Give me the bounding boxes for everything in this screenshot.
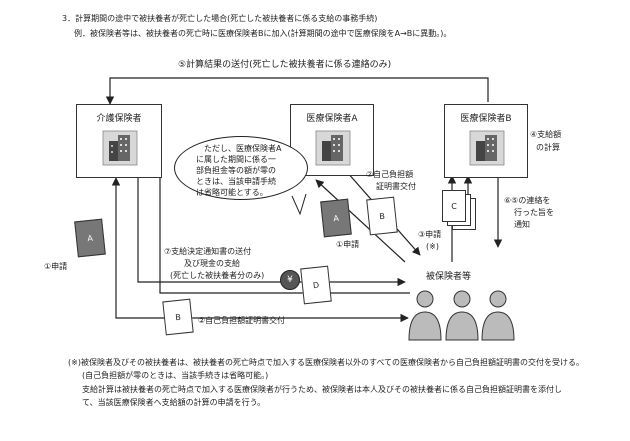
step1-kaigo-label: ①申請 bbox=[44, 262, 68, 271]
step2-bottom-label: ②自己負担額証明書交付 bbox=[198, 316, 286, 325]
step6-label-3: 通知 bbox=[514, 220, 530, 229]
section-title: 3．計算期間の途中で被扶養者が死亡した場合(死亡した被扶養者に係る支給の事務手続… bbox=[62, 14, 378, 23]
doc-c-right: C bbox=[442, 190, 466, 222]
step2a-label-1: ②自己負担額 bbox=[366, 170, 414, 179]
step7-label-3: (死亡した被扶養者分のみ) bbox=[170, 271, 265, 280]
arrow-step2-bottom bbox=[115, 292, 409, 323]
note-bubble bbox=[174, 136, 308, 200]
building-icon bbox=[315, 130, 351, 166]
step4-label-1: ④支給額 bbox=[530, 130, 562, 139]
step7-label-1: ⑦支給決定通知書の送付 bbox=[164, 247, 252, 256]
step6-label-2: 行った旨を bbox=[514, 208, 554, 217]
footnote-line-3: 支給計算は被扶養者の死亡時点で加入する医療保険者が行うため、被保険者は本人及びそ… bbox=[82, 385, 562, 394]
entity-kaigo: 介護保険者 bbox=[76, 104, 162, 178]
step5-label: ⑤計算結果の送付(死亡した被扶養者に係る連絡のみ) bbox=[178, 60, 392, 70]
yen-coin-icon: ¥ bbox=[280, 270, 300, 290]
step7-label-2: 及び現金の支給 bbox=[184, 259, 240, 268]
building-icon bbox=[102, 130, 138, 166]
bubble-line-5: は省略可能とする。 bbox=[196, 188, 268, 197]
bubble-line-3: 部負担金等の額が零の bbox=[196, 166, 276, 175]
arrow-step1-a bbox=[315, 179, 406, 263]
entity-hihokensha-label: 被保険者等 bbox=[426, 272, 472, 282]
step1a-label: ①申請 bbox=[336, 240, 360, 249]
bubble-line-2: に属した期間に係る一 bbox=[196, 155, 276, 164]
entity-kaigo-label: 介護保険者 bbox=[96, 114, 142, 124]
arrow-step5 bbox=[105, 77, 489, 105]
footnote-line-2: (自己負担額が零のときは、当該手続きは省略可能。) bbox=[82, 371, 269, 380]
step3b-label-2: (※) bbox=[426, 242, 439, 251]
bubble-line-1: ただし、医療保険者A bbox=[204, 144, 282, 153]
step3b-label-1: ③申請 bbox=[418, 230, 442, 239]
entity-iryo-b-label: 医療保険者B bbox=[460, 114, 512, 124]
entity-iryo-b: 医療保険者B bbox=[444, 104, 528, 178]
entity-iryo-a-label: 医療保険者A bbox=[306, 114, 358, 124]
footnote-line-4: て、当該医療保険者へ支給額の計算の申請を行う。 bbox=[82, 398, 266, 407]
example-text: 例．被保険者等は、被扶養者の死亡時に医療保険者Bに加入(計算期間の途中で医療保険… bbox=[74, 29, 452, 38]
step2a-label-2: 証明書交付 bbox=[376, 182, 416, 191]
step4-label-2: の計算 bbox=[536, 143, 560, 152]
bubble-line-4: ときは、当該申請手続 bbox=[196, 177, 276, 186]
building-icon bbox=[469, 130, 505, 166]
footnote-line-1: (※)被保険者及びその被扶養者は、被扶養者の死亡時点で加入する医療保険者以外のす… bbox=[68, 358, 585, 367]
step6-label-1: ⑥⑤の連絡を bbox=[504, 196, 551, 205]
